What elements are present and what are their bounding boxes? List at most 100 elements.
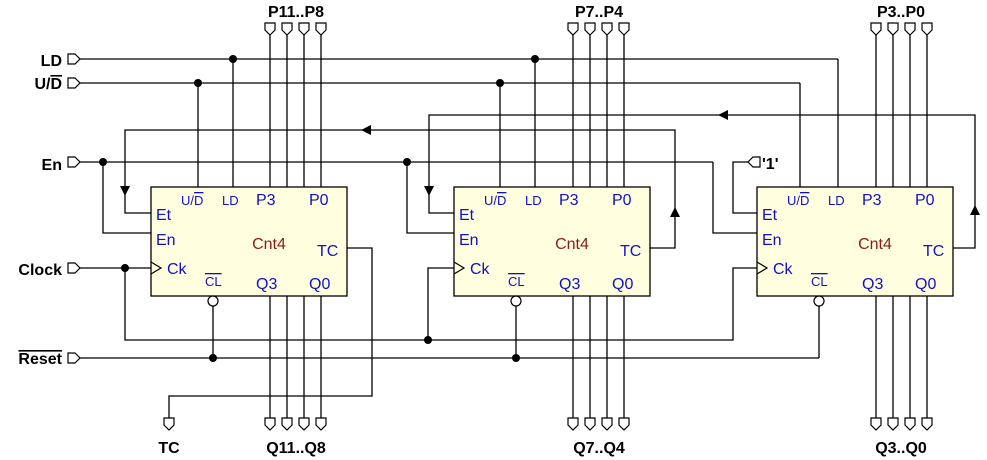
p-mid-bus-label: P7..P4 <box>575 4 623 21</box>
en-to-block-mid <box>406 162 454 234</box>
pin-ck-label: Ck <box>470 261 491 278</box>
ud-input-prefix: U/ <box>34 76 51 93</box>
pin-p3-label: P3 <box>559 192 579 209</box>
pin-et-label: Et <box>762 207 778 224</box>
pin-et-label: Et <box>459 207 475 224</box>
p-bus-port-high-2 <box>298 22 310 36</box>
carry-up-arrow-mid <box>670 207 680 217</box>
pin-p3-label: P3 <box>862 192 882 209</box>
pin-q0-label: Q0 <box>612 276 633 293</box>
pin-q0-label: Q0 <box>915 276 936 293</box>
counter-block-body <box>150 186 348 297</box>
pin-q3-label: Q3 <box>256 276 277 293</box>
ld-input-label: LD <box>41 53 62 70</box>
q-bus-port-low-2 <box>904 417 916 431</box>
ld-junction-high <box>229 55 237 63</box>
counter-block-body <box>453 186 651 297</box>
q-bus-port-low-3 <box>921 417 933 431</box>
pin-ud-bar: D <box>194 193 203 208</box>
pin-cl-label: CL <box>508 274 525 289</box>
q-mid-bus-label: Q7..Q4 <box>573 440 625 457</box>
wires <box>67 22 980 431</box>
p-bus-port-high-1 <box>281 22 293 36</box>
tc-output-line <box>168 247 373 418</box>
constant-one-line <box>732 161 757 214</box>
ld-junction-mid <box>531 55 539 63</box>
p-low-bus-label: P3..P0 <box>877 4 925 21</box>
ud-input-port <box>67 77 81 89</box>
ud-input-bar-text: D <box>50 76 62 93</box>
q-bus-port-high-3 <box>315 417 327 431</box>
clear-bubble <box>510 295 522 307</box>
block-name-label: Cnt4 <box>252 236 286 253</box>
pin-ud-bar: D <box>800 193 809 208</box>
reset-input-port <box>67 352 81 364</box>
pin-p0-label: P0 <box>915 192 935 209</box>
pin-ld-label: LD <box>828 193 845 208</box>
ud-junction-mid <box>496 79 504 87</box>
tc-output-label: TC <box>158 440 180 457</box>
pin-ck-label: Ck <box>773 261 794 278</box>
ud-junction-high <box>194 79 202 87</box>
pin-p0-label: P0 <box>612 192 632 209</box>
pin-tc-label: TC <box>620 243 641 260</box>
pin-tc-label: TC <box>923 243 944 260</box>
pin-ud-prefix: U/ <box>181 193 194 208</box>
clock-edge-symbol <box>453 261 466 275</box>
clock-junction-mid <box>424 336 432 344</box>
p-bus-port-high-0 <box>264 22 276 36</box>
pin-p0-label: P0 <box>309 192 329 209</box>
q-bus-port-high-1 <box>281 417 293 431</box>
carry-down-arrow-high <box>120 186 130 196</box>
p-bus-port-low-3 <box>921 22 933 36</box>
junction-dots <box>99 55 539 362</box>
p-bus-port-mid-2 <box>601 22 613 36</box>
reset-input-label: Reset <box>18 351 62 368</box>
pin-en-label: En <box>762 232 782 249</box>
q-bus-port-mid-3 <box>618 417 630 431</box>
pin-ud-label: U/D <box>181 193 203 208</box>
p-bus-port-mid-1 <box>584 22 596 36</box>
pin-tc-label: TC <box>317 243 338 260</box>
reset-junction-mid <box>512 354 520 362</box>
p-bus-port-low-0 <box>870 22 882 36</box>
clear-bubble <box>813 295 825 307</box>
pin-q0-label: Q0 <box>309 276 330 293</box>
clock-input-label: Clock <box>18 262 62 279</box>
clock-junction <box>121 264 129 272</box>
p-bus-port-low-2 <box>904 22 916 36</box>
ud-input-label: U/D <box>34 76 62 93</box>
carry-mid-to-high <box>124 129 676 249</box>
pin-ld-label: LD <box>525 193 542 208</box>
q-bus-port-low-0 <box>870 417 882 431</box>
pin-ud-prefix: U/ <box>484 193 497 208</box>
en-input-port <box>67 156 81 168</box>
pin-ck-label: Ck <box>167 261 188 278</box>
p-bus-port-low-1 <box>887 22 899 36</box>
clock-edge-symbol <box>756 261 769 275</box>
block-name-label: Cnt4 <box>858 236 892 253</box>
en-junction-mid <box>403 158 411 166</box>
clock-edge-symbol <box>150 261 163 275</box>
pin-q3-label: Q3 <box>559 276 580 293</box>
q-low-bus-label: Q3..Q0 <box>875 440 927 457</box>
carry-left-arrow-mid <box>361 125 371 135</box>
q-bus-port-mid-2 <box>601 417 613 431</box>
carry-low-to-mid <box>428 114 976 249</box>
clock-input-port <box>67 262 81 274</box>
clear-bubble <box>207 295 219 307</box>
en-junction-high <box>99 158 107 166</box>
pin-p3-label: P3 <box>256 192 276 209</box>
constant-one-label: '1' <box>762 156 779 173</box>
en-input-label: En <box>42 157 62 174</box>
carry-left-arrow-low <box>718 110 728 120</box>
pin-cl-label: CL <box>811 274 828 289</box>
pin-ud-label: U/D <box>484 193 506 208</box>
q-bus-port-mid-0 <box>567 417 579 431</box>
block-name-label: Cnt4 <box>555 236 589 253</box>
constant-one-port <box>747 156 761 168</box>
clock-to-block-mid <box>427 267 454 340</box>
